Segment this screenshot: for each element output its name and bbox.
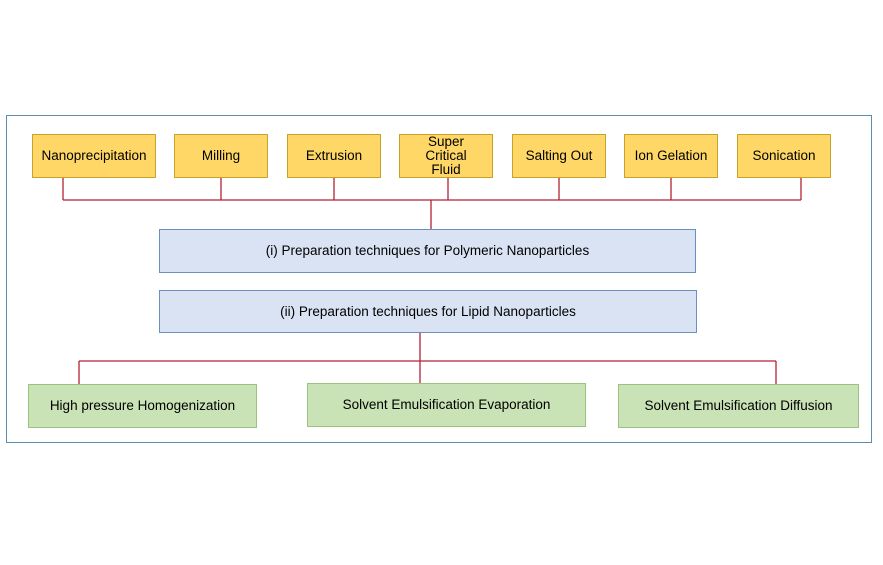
method-sonication: Sonication bbox=[737, 134, 831, 178]
method-extrusion: Extrusion bbox=[287, 134, 381, 178]
method-super-critical-fluid: Super Critical Fluid bbox=[399, 134, 493, 178]
method-milling: Milling bbox=[174, 134, 268, 178]
method-high-pressure-homogenization: High pressure Homogenization bbox=[28, 384, 257, 428]
method-solvent-emulsification-diffusion: Solvent Emulsification Diffusion bbox=[618, 384, 859, 428]
method-nanoprecipitation: Nanoprecipitation bbox=[32, 134, 156, 178]
diagram-frame bbox=[6, 115, 872, 443]
lipid-category: (ii) Preparation techniques for Lipid Na… bbox=[159, 290, 697, 333]
polymeric-category: (i) Preparation techniques for Polymeric… bbox=[159, 229, 696, 273]
method-solvent-emulsification-evaporation: Solvent Emulsification Evaporation bbox=[307, 383, 586, 427]
method-salting-out: Salting Out bbox=[512, 134, 606, 178]
method-ion-gelation: Ion Gelation bbox=[624, 134, 718, 178]
